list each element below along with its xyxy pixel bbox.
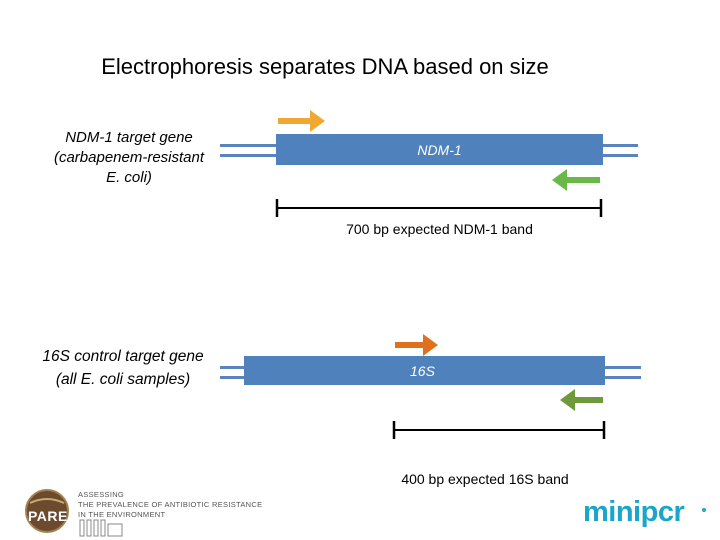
minipcr-logo-icon — [702, 508, 706, 512]
s16-label-line-1: 16S control target gene — [42, 348, 204, 365]
ndm-gene-box: NDM-1 — [276, 134, 603, 165]
ndm-reverse-primer-arrow — [552, 169, 600, 191]
ndm-dna-strand-left-bottom — [220, 154, 278, 157]
ndm-dna-strand-right-bottom — [601, 154, 638, 157]
pare-tagline-line-1: ASSESSING — [78, 490, 125, 499]
s16-gene-name: 16S — [410, 362, 435, 379]
s16-label-line-2: (all E. coli samples) — [55, 371, 191, 388]
pare-logo-icon — [25, 489, 69, 533]
s16-dna-strand-left-bottom — [220, 376, 246, 379]
ndm-size-bracket — [275, 199, 603, 217]
s16-dna-strand-right-bottom — [603, 376, 641, 379]
s16-band-label: 400 bp expected 16S band — [401, 471, 569, 487]
ndm-forward-primer-arrow — [278, 110, 325, 132]
slide-title: Electrophoresis separates DNA based on s… — [101, 54, 549, 79]
pare-tagline-line-3: IN THE ENVIRONMENT — [78, 510, 166, 519]
s16-dna-strand-left-top — [220, 366, 246, 369]
s16-size-bracket — [392, 421, 606, 439]
test-tube-icon — [79, 519, 123, 537]
ndm-label-line-1: NDM-1 target gene — [65, 129, 193, 146]
s16-forward-primer-arrow — [395, 334, 438, 356]
s16-dna-strand-right-top — [603, 366, 641, 369]
minipcr-logo: minipcr — [583, 496, 685, 528]
ndm-dna-strand-left-top — [220, 144, 278, 147]
pare-tagline-line-2: THE PREVALENCE OF ANTIBIOTIC RESISTANCE — [78, 500, 263, 509]
s16-gene-box: 16S — [244, 356, 605, 385]
ndm-dna-strand-right-top — [601, 144, 638, 147]
s16-reverse-primer-arrow — [560, 389, 603, 411]
ndm-target-label: NDM-1 target gene (carbapenem-resistant … — [24, 128, 234, 188]
pare-logo-tagline: ASSESSING THE PREVALENCE OF ANTIBIOTIC R… — [78, 490, 262, 520]
ndm-band-label: 700 bp expected NDM-1 band — [346, 221, 533, 237]
s16-target-label: 16S control target gene (all E. coli sam… — [20, 345, 226, 391]
ndm-label-line-2: (carbapenem-resistant — [53, 149, 205, 166]
pare-logo-text: PARE — [28, 508, 68, 524]
ndm-gene-name: NDM-1 — [417, 141, 462, 158]
ndm-label-line-3: E. coli) — [106, 169, 152, 186]
